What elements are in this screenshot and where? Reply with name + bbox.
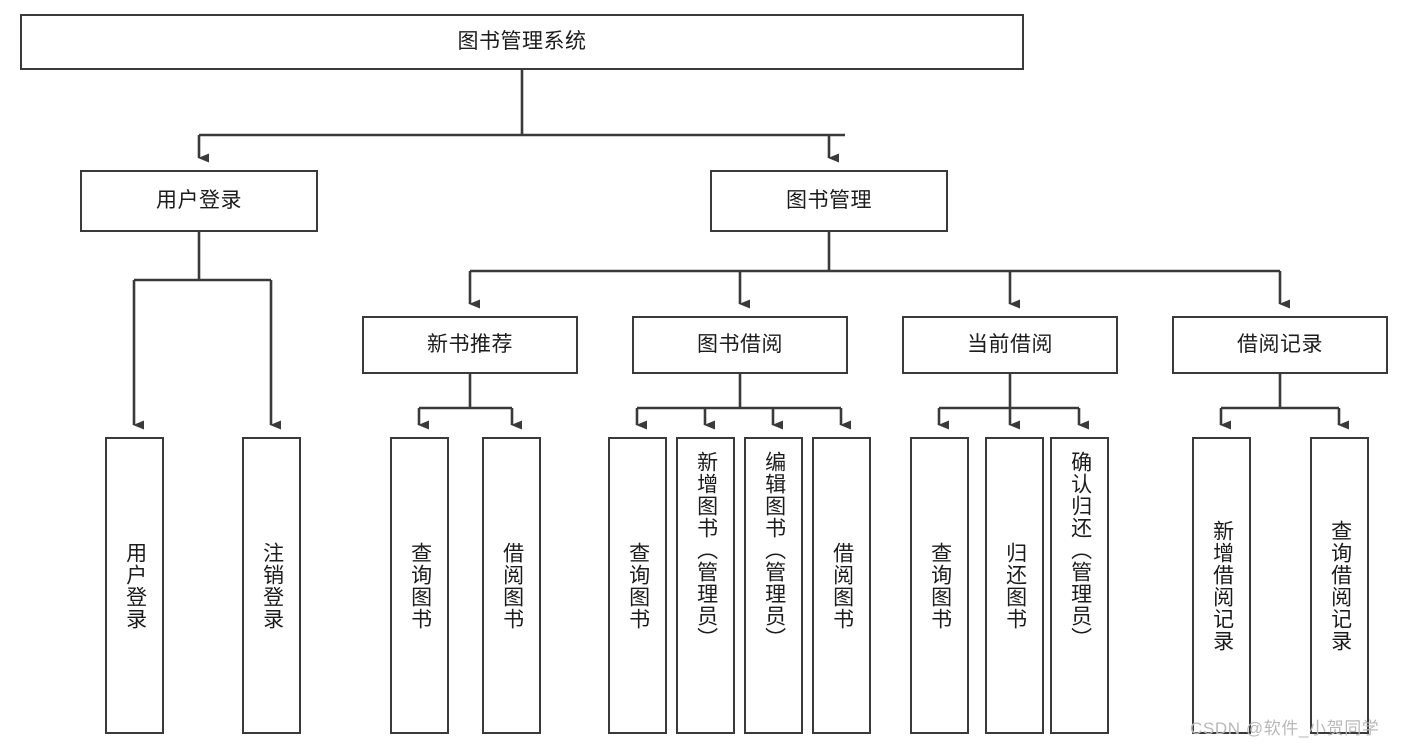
node-label: 借阅记录 xyxy=(1237,332,1323,356)
node-label: 注销登录 xyxy=(260,541,284,630)
watermark-text: CSDN @软件_小贺同学 xyxy=(1190,719,1380,738)
node-leaf-current-borrow-return[interactable]: 归还图书 xyxy=(985,437,1044,734)
node-label: 借阅图书 xyxy=(500,541,524,630)
node-label: 用户登录 xyxy=(123,541,147,630)
node-leaf-new-book-borrow[interactable]: 借阅图书 xyxy=(482,437,541,734)
node-book-borrow[interactable]: 图书借阅 xyxy=(632,316,848,374)
node-user-login[interactable]: 用户登录 xyxy=(80,170,318,232)
node-new-book-recommend[interactable]: 新书推荐 xyxy=(362,316,578,374)
node-leaf-current-borrow-confirm-return[interactable]: 确认归还（管理员） xyxy=(1050,437,1109,734)
node-label: 确认归还（管理员） xyxy=(1068,451,1092,649)
node-label: 图书借阅 xyxy=(697,332,783,356)
node-label: 查询借阅记录 xyxy=(1328,519,1352,652)
node-label: 编辑图书（管理员） xyxy=(762,451,786,649)
node-current-borrow[interactable]: 当前借阅 xyxy=(902,316,1118,374)
node-leaf-borrow-record-add[interactable]: 新增借阅记录 xyxy=(1192,437,1251,734)
node-label: 新增借阅记录 xyxy=(1210,519,1234,652)
node-label: 归还图书 xyxy=(1003,541,1027,630)
node-book-manage[interactable]: 图书管理 xyxy=(710,170,948,232)
node-label: 图书管理 xyxy=(786,188,872,212)
node-label: 查询图书 xyxy=(626,541,650,630)
node-label: 查询图书 xyxy=(408,541,432,630)
node-leaf-book-borrow-add[interactable]: 新增图书（管理员） xyxy=(676,437,735,734)
node-leaf-user-login-signout[interactable]: 注销登录 xyxy=(242,437,301,734)
node-leaf-new-book-query[interactable]: 查询图书 xyxy=(390,437,449,734)
node-leaf-book-borrow-borrow[interactable]: 借阅图书 xyxy=(812,437,871,734)
node-label: 新书推荐 xyxy=(427,332,513,356)
node-leaf-borrow-record-query[interactable]: 查询借阅记录 xyxy=(1310,437,1369,734)
node-label: 借阅图书 xyxy=(830,541,854,630)
node-leaf-book-borrow-query[interactable]: 查询图书 xyxy=(608,437,667,734)
node-label: 新增图书（管理员） xyxy=(694,451,718,649)
node-leaf-book-borrow-edit[interactable]: 编辑图书（管理员） xyxy=(744,437,803,734)
node-borrow-record[interactable]: 借阅记录 xyxy=(1172,316,1388,374)
node-label: 用户登录 xyxy=(156,188,242,212)
node-root-system[interactable]: 图书管理系统 xyxy=(20,14,1024,70)
node-leaf-current-borrow-query[interactable]: 查询图书 xyxy=(910,437,969,734)
node-label: 查询图书 xyxy=(928,541,952,630)
node-label: 图书管理系统 xyxy=(457,29,587,53)
node-label: 当前借阅 xyxy=(967,332,1053,356)
node-leaf-user-login-signin[interactable]: 用户登录 xyxy=(105,437,164,734)
